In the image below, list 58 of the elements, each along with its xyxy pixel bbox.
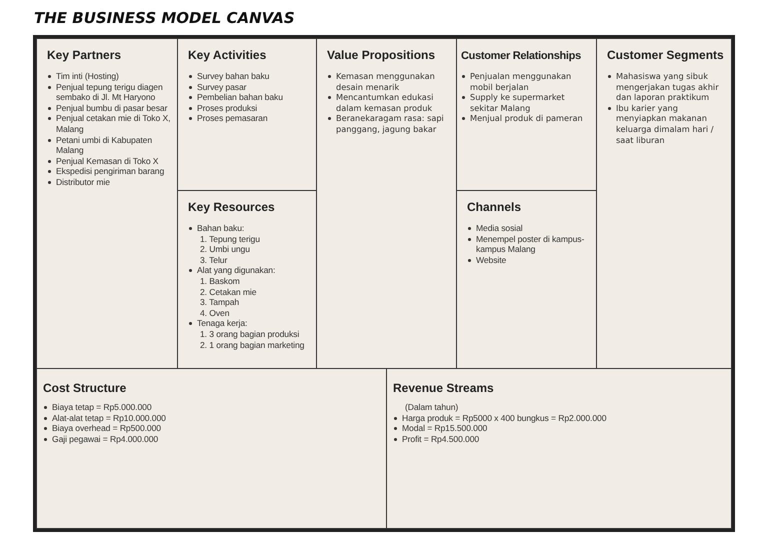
bullet-item: Penjual cetakan mie di Toko X, Malang: [56, 113, 171, 135]
list-item: 3. Telur: [200, 254, 228, 266]
bullet-item: Pembelian bahan baku: [197, 92, 284, 103]
bullet-item: Survey pasar: [197, 82, 248, 92]
bullet-item: Media sosial: [476, 223, 524, 234]
list-item: (Dalam tahun): [405, 402, 460, 413]
bullet-item: Proses produksi: [197, 102, 258, 114]
bullet-item: Distributor mie: [56, 176, 111, 188]
section-heading: Customer Relationships: [461, 50, 581, 62]
list-item: 1. Baskom: [200, 276, 241, 287]
list-item: 1. Tepung terigu: [200, 234, 261, 244]
bullet-item: Kemasan menggunakan desain menarik: [336, 71, 436, 92]
bullet-item: Beranekaragam rasa: sapi panggang, jagung bakar: [336, 113, 445, 135]
bullet-item: Proses pemasaran: [197, 113, 269, 124]
section-heading: Key Partners: [47, 48, 122, 62]
bullet-item: Penjual tepung terigu diagen sembako di Jl. Mt Haryono: [56, 82, 164, 103]
section-heading: Revenue Streams: [393, 381, 494, 395]
section-heading: Cost Structure: [43, 381, 126, 395]
list-item: 4. Oven: [200, 308, 230, 318]
bullet-item: Mahasiswa yang sibuk mengerjakan tugas akhir dan laporan praktikum: [616, 71, 720, 103]
list-item: 2. 1 orang bagian marketing: [200, 340, 306, 350]
bullet-item: Website: [476, 254, 508, 266]
bullet-item: Harga produk = Rp5000 x 400 bungkus = Rp2.000.000: [402, 412, 608, 424]
bullet-item: Penjual bumbu di pasar besar: [56, 102, 168, 114]
bullet-item: Penjual Kemasan di Toko X: [56, 156, 160, 166]
canvas-section: [386, 368, 732, 529]
bullet-item: Alat yang digunakan:: [197, 265, 276, 276]
section-heading: Key Resources: [188, 200, 275, 214]
bullet-item: Biaya tetap = Rp5.000.000: [52, 402, 153, 413]
list-item: 3. Tampah: [200, 297, 240, 308]
bullet-item: Tenaga kerja:: [197, 318, 248, 329]
canvas-section: [596, 38, 732, 369]
bullet-item: Bahan baku:: [197, 223, 246, 234]
bullet-item: Survey bahan baku: [197, 71, 270, 82]
bullet-item: Alat-alat tetap = Rp10.000.000: [52, 412, 167, 424]
bullet-item: Penjualan menggunakan mobil berjalan: [470, 71, 572, 92]
bullet-item: Mencantumkan edukasi dalam kemasan produk: [336, 92, 434, 114]
canvas-section: [36, 38, 178, 369]
bullet-item: Petani umbi di Kabupaten Malang: [56, 134, 154, 156]
bullet-item: Menempel poster di kampus-kampus Malang: [476, 234, 586, 255]
list-item: 2. Umbi ungu: [200, 244, 251, 255]
bullet-item: Biaya overhead = Rp500.000: [52, 423, 162, 434]
bullet-item: Ekspedisi pengiriman barang: [56, 166, 166, 177]
bullet-item: Modal = Rp15.500.000: [402, 423, 488, 434]
bullet-item: Ibu karier yang menyiapkan makanan keluarga dimalam hari / saat liburan: [616, 102, 715, 146]
section-heading: Customer Segments: [607, 48, 724, 62]
page-title: THE BUSINESS MODEL CANVAS: [34, 9, 295, 27]
section-heading: Key Activities: [188, 48, 266, 62]
bullet-item: Gaji pegawai = Rp4.000.000: [52, 434, 160, 444]
bullet-item: Profit = Rp4.500.000: [402, 434, 480, 444]
list-item: 1. 3 orang bagian produksi: [200, 328, 300, 340]
canvas-section: [36, 368, 387, 529]
section-heading: Value Propositions: [327, 48, 436, 62]
section-heading: Channels: [467, 200, 522, 214]
bullet-item: Tim inti (Hosting): [56, 71, 120, 82]
bullet-item: Supply ke supermarket sekitar Malang: [470, 92, 566, 114]
list-item: 2. Cetakan mie: [200, 286, 258, 298]
bullet-item: Menjual produk di pameran: [470, 113, 584, 124]
